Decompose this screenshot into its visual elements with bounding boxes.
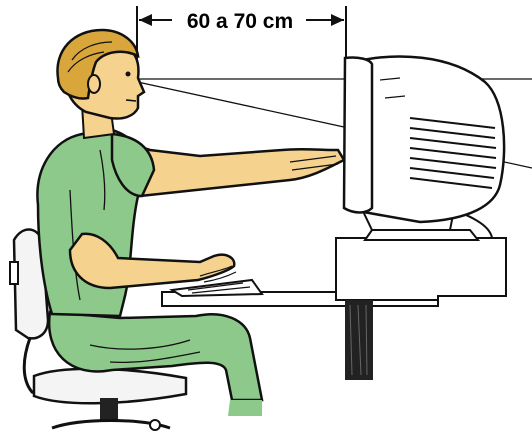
viewing-distance-dimension: 60 a 70 cm bbox=[137, 6, 346, 80]
keyboard-body bbox=[172, 280, 262, 296]
chair-wheel bbox=[150, 420, 160, 430]
dimension-right-arrow-icon bbox=[331, 14, 344, 26]
person-lower-arm bbox=[70, 234, 234, 288]
person-eye bbox=[126, 72, 131, 77]
monitor-base bbox=[365, 230, 478, 240]
monitor-stand-cabinet bbox=[336, 238, 506, 300]
person-mouth bbox=[126, 100, 136, 101]
chair-post bbox=[100, 398, 118, 422]
chair-back-knob bbox=[10, 262, 18, 284]
keyboard-icon bbox=[172, 280, 262, 296]
seated-person-icon bbox=[37, 30, 344, 416]
crt-monitor-icon bbox=[344, 57, 504, 240]
distance-label: 60 a 70 cm bbox=[187, 10, 293, 33]
person-lower-legs bbox=[228, 400, 262, 416]
dimension-left-arrow-icon bbox=[139, 14, 152, 26]
person-ear bbox=[88, 75, 100, 93]
monitor-screen-bezel bbox=[344, 57, 372, 212]
